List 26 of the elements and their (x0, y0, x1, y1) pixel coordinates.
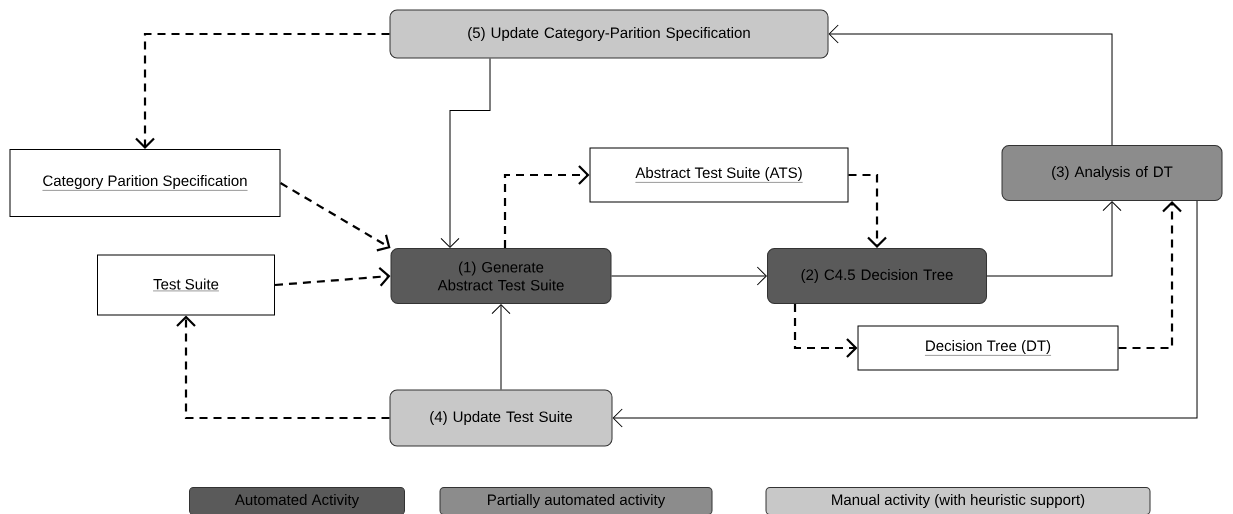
arrow (793, 304, 858, 358)
activity-box: (3) Analysis of DT (1001, 145, 1223, 201)
artifact-box: Decision Tree (DT) (857, 325, 1119, 371)
arrow (828, 24, 1113, 146)
legend-key: Automated Activity (189, 487, 405, 514)
arrow (274, 267, 391, 287)
artifact-box: Abstract Test Suite (ATS) (589, 147, 849, 203)
activity-box: (5) Update Category-Parition Specification (389, 9, 829, 59)
arrow (279, 182, 391, 252)
arrow (611, 266, 767, 286)
artifact-box: Test Suite (97, 254, 275, 316)
legend-key: Partially automated activity (439, 487, 713, 514)
arrow (848, 173, 887, 248)
arrow (135, 32, 390, 149)
arrow (612, 200, 1198, 428)
arrow (503, 165, 590, 248)
arrow (491, 304, 511, 390)
arrow (440, 58, 491, 248)
arrow (176, 315, 390, 420)
artifact-box: Category Parition Specification (9, 149, 281, 217)
arrow (1118, 201, 1182, 350)
activity-box: (2) C4.5 Decision Tree (767, 248, 987, 304)
arrow (986, 201, 1122, 277)
activity-box: (4) Update Test Suite (389, 389, 613, 447)
legend-key: Manual activity (with heuristic support) (765, 487, 1151, 514)
activity-box: (1) Generate Abstract Test Suite (390, 248, 612, 304)
